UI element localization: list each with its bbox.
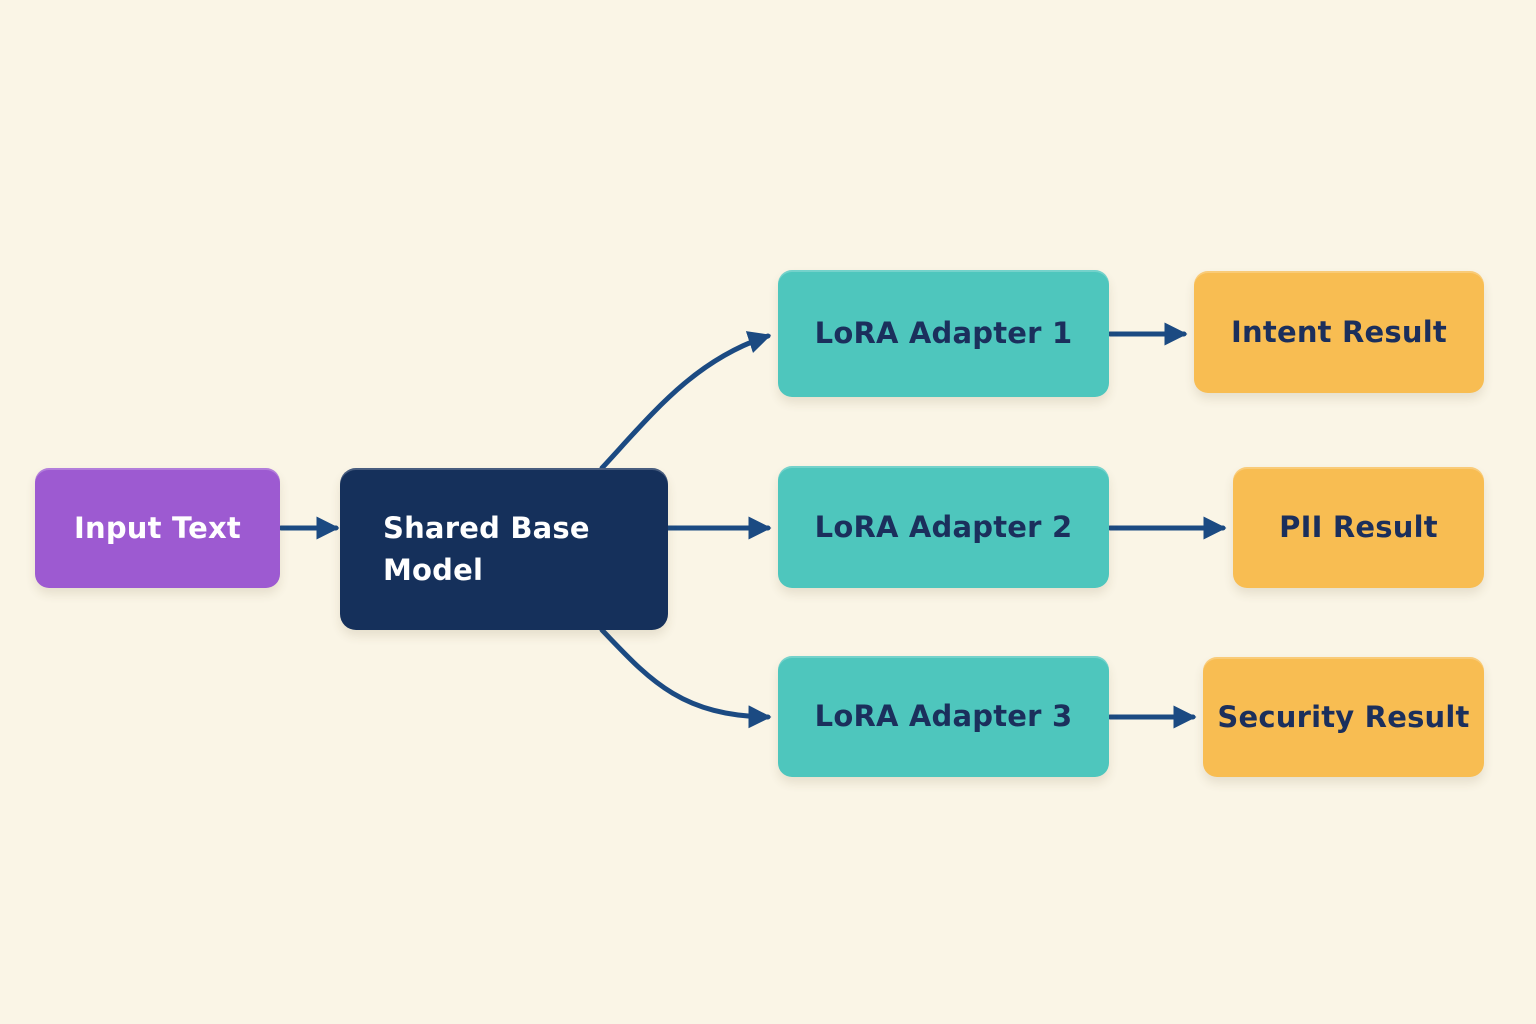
node-lora-adapter-3: LoRA Adapter 3 (778, 656, 1109, 777)
node-lora-adapter-3-label: LoRA Adapter 3 (814, 699, 1073, 734)
node-shared-base-model-label: Shared Base Model (383, 510, 590, 587)
node-pii-result: PII Result (1233, 467, 1484, 588)
node-input-text: Input Text (35, 468, 280, 588)
node-security-result: Security Result (1203, 657, 1484, 777)
edge-model-to-adapter3 (599, 627, 772, 729)
node-input-text-label: Input Text (74, 510, 241, 545)
node-lora-adapter-2: LoRA Adapter 2 (778, 466, 1109, 588)
node-security-result-label: Security Result (1217, 699, 1470, 734)
node-lora-adapter-1: LoRA Adapter 1 (778, 270, 1109, 397)
edge-model-to-adapter1 (599, 331, 772, 471)
node-intent-result: Intent Result (1194, 271, 1484, 393)
node-shared-base-model: Shared Base Model (340, 468, 668, 630)
node-intent-result-label: Intent Result (1231, 314, 1447, 349)
node-pii-result-label: PII Result (1279, 510, 1438, 545)
node-lora-adapter-1-label: LoRA Adapter 1 (814, 316, 1073, 351)
node-lora-adapter-2-label: LoRA Adapter 2 (814, 509, 1073, 544)
